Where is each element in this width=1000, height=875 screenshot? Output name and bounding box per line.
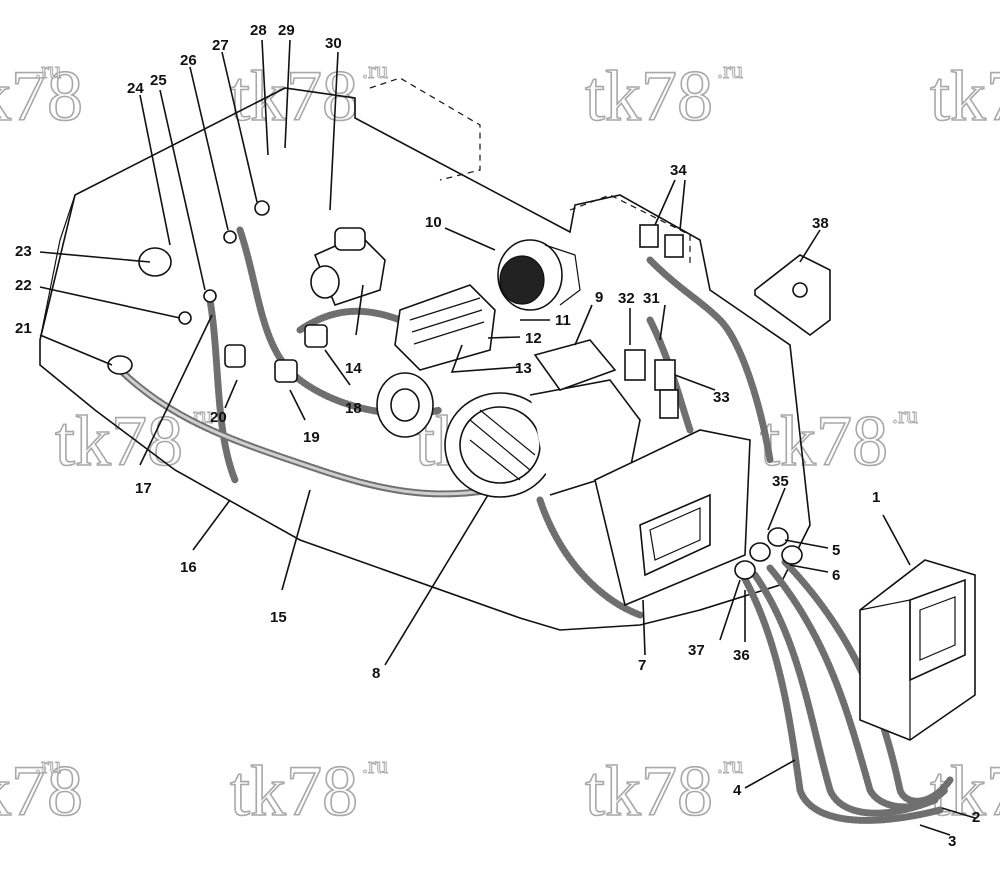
watermark-text: tk78	[0, 56, 83, 136]
watermark-text: tk78	[585, 56, 713, 136]
callout-16: 16	[180, 559, 197, 576]
watermark-text: tk78	[0, 751, 83, 831]
callout-24: 24	[127, 80, 144, 97]
watermark-middle-left: tk78 .ru	[54, 400, 213, 482]
watermark-text: tk78	[760, 401, 888, 481]
callout-14: 14	[345, 360, 362, 377]
control-panel	[594, 429, 751, 607]
watermark-bottom-center-right: tk78 .ru	[584, 750, 743, 832]
callout-36: 36	[733, 647, 750, 664]
bracket	[754, 254, 831, 336]
watermark-suffix: .ru	[892, 403, 918, 429]
callout-32: 32	[618, 290, 635, 307]
callout-13: 13	[515, 360, 532, 377]
watermark-suffix: .ru	[717, 753, 743, 779]
callout-4: 4	[733, 782, 742, 799]
callout-27: 27	[212, 37, 229, 54]
relays	[624, 224, 684, 419]
callout-10: 10	[425, 214, 442, 231]
watermark-text: tk78	[55, 401, 183, 481]
leader-lines	[39, 39, 976, 836]
watermark-suffix: .ru	[35, 58, 61, 84]
callout-7: 7	[638, 657, 646, 674]
watermark-bottom-center-left: tk78 .ru	[229, 750, 388, 832]
callout-12: 12	[525, 330, 542, 347]
callout-5: 5	[832, 542, 840, 559]
callout-22: 22	[15, 277, 32, 294]
callout-1: 1	[872, 489, 880, 506]
callouts: 1 2 3 4 5 6 7 8 9 10 11 12 13 14 15 16 1…	[15, 22, 980, 850]
callout-6: 6	[832, 567, 840, 584]
watermark-suffix: .ru	[362, 753, 388, 779]
watermark-top-left: tk78 .ru	[0, 55, 84, 137]
callout-15: 15	[270, 609, 287, 626]
callout-29: 29	[278, 22, 295, 39]
callout-26: 26	[180, 52, 197, 69]
callout-33: 33	[713, 389, 730, 406]
watermark-suffix: .ru	[187, 403, 213, 429]
callout-8: 8	[372, 665, 380, 682]
callout-11: 11	[555, 312, 571, 329]
watermark-suffix: .ru	[362, 58, 388, 84]
watermark-bottom-left: tk78 .ru	[0, 750, 84, 832]
starter	[310, 227, 386, 306]
callout-2: 2	[972, 809, 980, 826]
callout-9: 9	[595, 289, 603, 306]
callout-20: 20	[210, 409, 227, 426]
callout-25: 25	[150, 72, 167, 89]
watermark-text: tk78	[930, 56, 1000, 136]
callout-18: 18	[345, 400, 362, 417]
watermark-top-right: tk78	[929, 55, 1000, 137]
watermark-suffix: .ru	[35, 753, 61, 779]
compressor	[376, 284, 496, 438]
callout-19: 19	[303, 429, 320, 446]
callout-28: 28	[250, 22, 267, 39]
watermarks: tk78 .ru tk78 .ru tk78 .ru tk78 tk78 .ru…	[0, 55, 1000, 832]
callout-31: 31	[643, 290, 660, 307]
callout-37: 37	[688, 642, 705, 659]
callout-38: 38	[812, 215, 829, 232]
callout-21: 21	[15, 320, 32, 337]
control-box	[859, 559, 976, 741]
callout-23: 23	[15, 243, 32, 260]
motor	[444, 339, 641, 498]
callout-34: 34	[670, 162, 687, 179]
watermark-suffix: .ru	[717, 58, 743, 84]
callout-3: 3	[948, 833, 956, 850]
watermark-top-center-right: tk78 .ru	[584, 55, 743, 137]
alternator	[497, 239, 581, 311]
watermark-text: tk78	[230, 751, 358, 831]
watermark-text: tk78	[585, 751, 713, 831]
sensors	[107, 200, 803, 580]
callout-30: 30	[325, 35, 342, 52]
callout-35: 35	[772, 473, 789, 490]
watermark-top-center-left: tk78 .ru	[229, 55, 388, 137]
watermark-middle-right: tk78 .ru	[759, 400, 918, 482]
callout-17: 17	[135, 480, 152, 497]
